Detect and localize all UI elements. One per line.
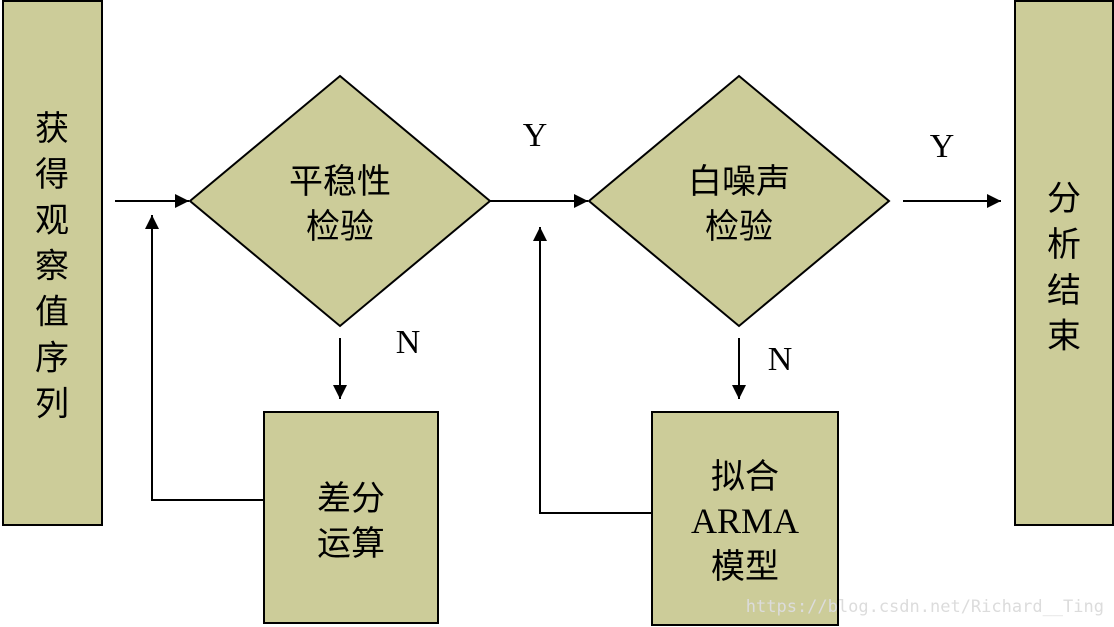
node-fit-arma-label-line-3: 模型 [711, 547, 779, 587]
node-fit-arma: 拟合 ARMA 模型 [651, 411, 839, 626]
edge-label-stationarity-yes: Y [523, 117, 548, 154]
watermark-text: https://blog.csdn.net/Richard__Ting [746, 597, 1104, 617]
node-end-label: 分析结束 [1047, 179, 1081, 357]
node-white-noise-label-line-1: 白噪声 [688, 162, 790, 202]
node-differencing: 差分 运算 [263, 411, 439, 624]
node-stationarity-label-line-2: 检验 [306, 207, 374, 247]
node-start: 获得观察值序列 [2, 0, 103, 526]
node-stationarity-test: 平稳性 检验 [188, 74, 492, 328]
node-fit-arma-label-line-1: 拟合 [711, 457, 779, 497]
node-start-label: 获得观察值序列 [35, 109, 69, 424]
node-differencing-label-line-1: 差分 [317, 479, 385, 519]
node-stationarity-label-line-1: 平稳性 [289, 162, 391, 202]
edge-label-stationarity-no: N [396, 324, 421, 361]
node-differencing-label-line-2: 运算 [317, 524, 385, 564]
node-fit-arma-label-line-2: ARMA [691, 501, 799, 541]
node-white-noise-label-line-2: 检验 [705, 207, 773, 247]
edge-differencing-loop-back [145, 215, 264, 501]
edge-label-white-noise-no: N [768, 341, 793, 378]
edge-arma-loop-back [533, 227, 652, 514]
node-white-noise-test: 白噪声 检验 [587, 74, 891, 328]
edge-label-white-noise-yes: Y [930, 128, 955, 165]
node-end: 分析结束 [1014, 0, 1114, 526]
